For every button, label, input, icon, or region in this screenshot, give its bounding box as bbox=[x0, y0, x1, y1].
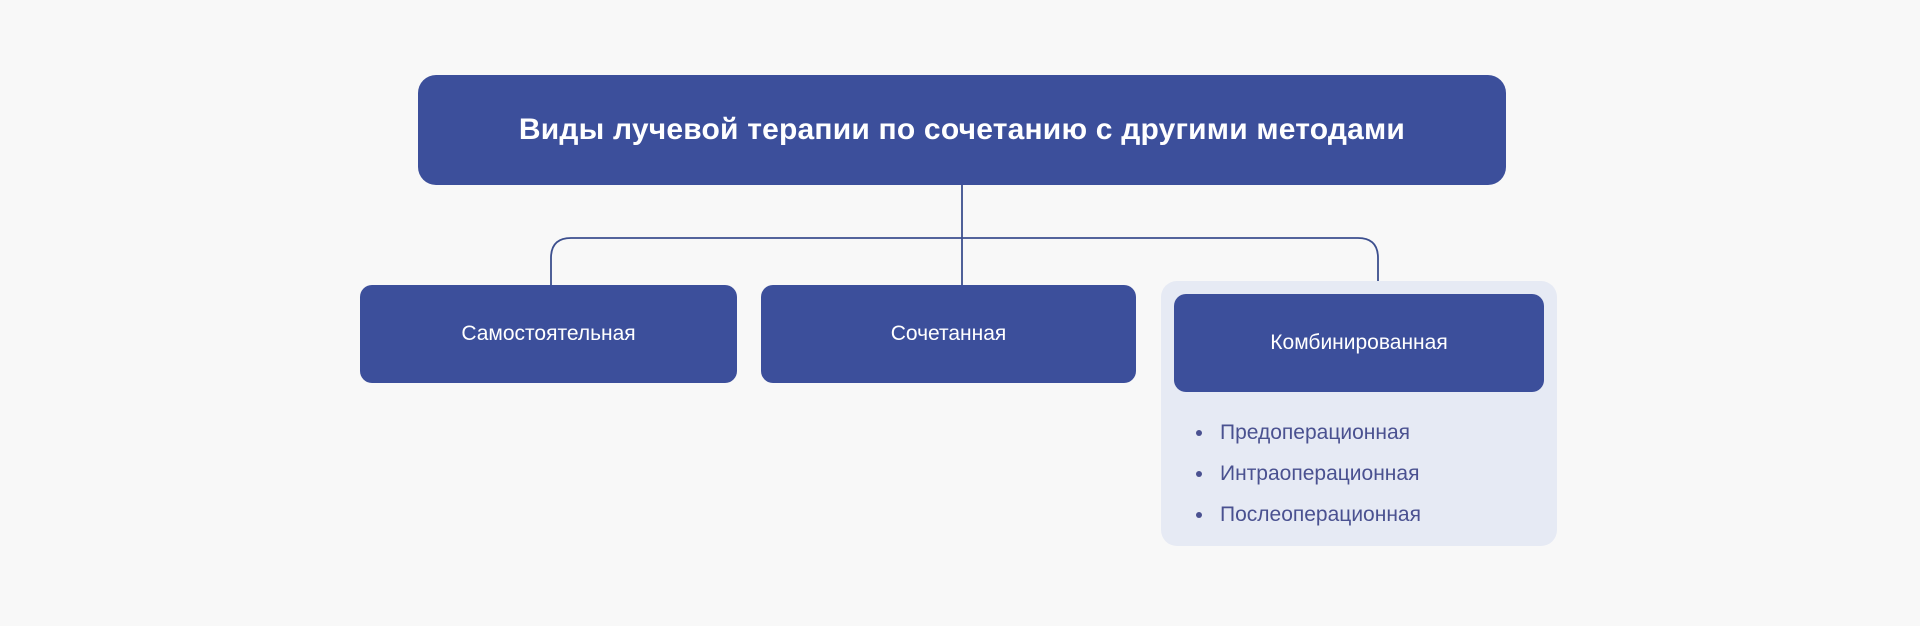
bullet-dot-icon bbox=[1196, 429, 1202, 436]
combined-subtype-list: Предоперационная Интраоперационная После… bbox=[1174, 392, 1544, 525]
list-item-label: Послеоперационная bbox=[1220, 503, 1421, 526]
root-node[interactable]: Виды лучевой терапии по сочетанию с друг… bbox=[418, 75, 1506, 185]
bullet-dot-icon bbox=[1196, 511, 1202, 518]
node-independent[interactable]: Самостоятельная bbox=[360, 285, 737, 383]
list-item-label: Предоперационная bbox=[1220, 421, 1411, 444]
card-combined: Комбинированная Предоперационная Интраоп… bbox=[1161, 281, 1557, 546]
node-combined-label: Комбинированная bbox=[1270, 331, 1448, 354]
connector-bus-right bbox=[961, 237, 1379, 282]
list-item-label: Интраоперационная bbox=[1220, 462, 1420, 485]
list-item: Интраоперационная bbox=[1196, 463, 1544, 484]
list-item: Предоперационная bbox=[1196, 422, 1544, 443]
node-combined[interactable]: Комбинированная bbox=[1174, 294, 1544, 392]
connector-bus-left bbox=[550, 237, 963, 286]
node-independent-label: Самостоятельная bbox=[461, 321, 636, 345]
list-item: Послеоперационная bbox=[1196, 504, 1544, 525]
bullet-dot-icon bbox=[1196, 470, 1202, 477]
root-node-label: Виды лучевой терапии по сочетанию с друг… bbox=[518, 113, 1406, 146]
node-combined-radiation[interactable]: Сочетанная bbox=[761, 285, 1136, 383]
node-combined-radiation-label: Сочетанная bbox=[890, 321, 1007, 345]
